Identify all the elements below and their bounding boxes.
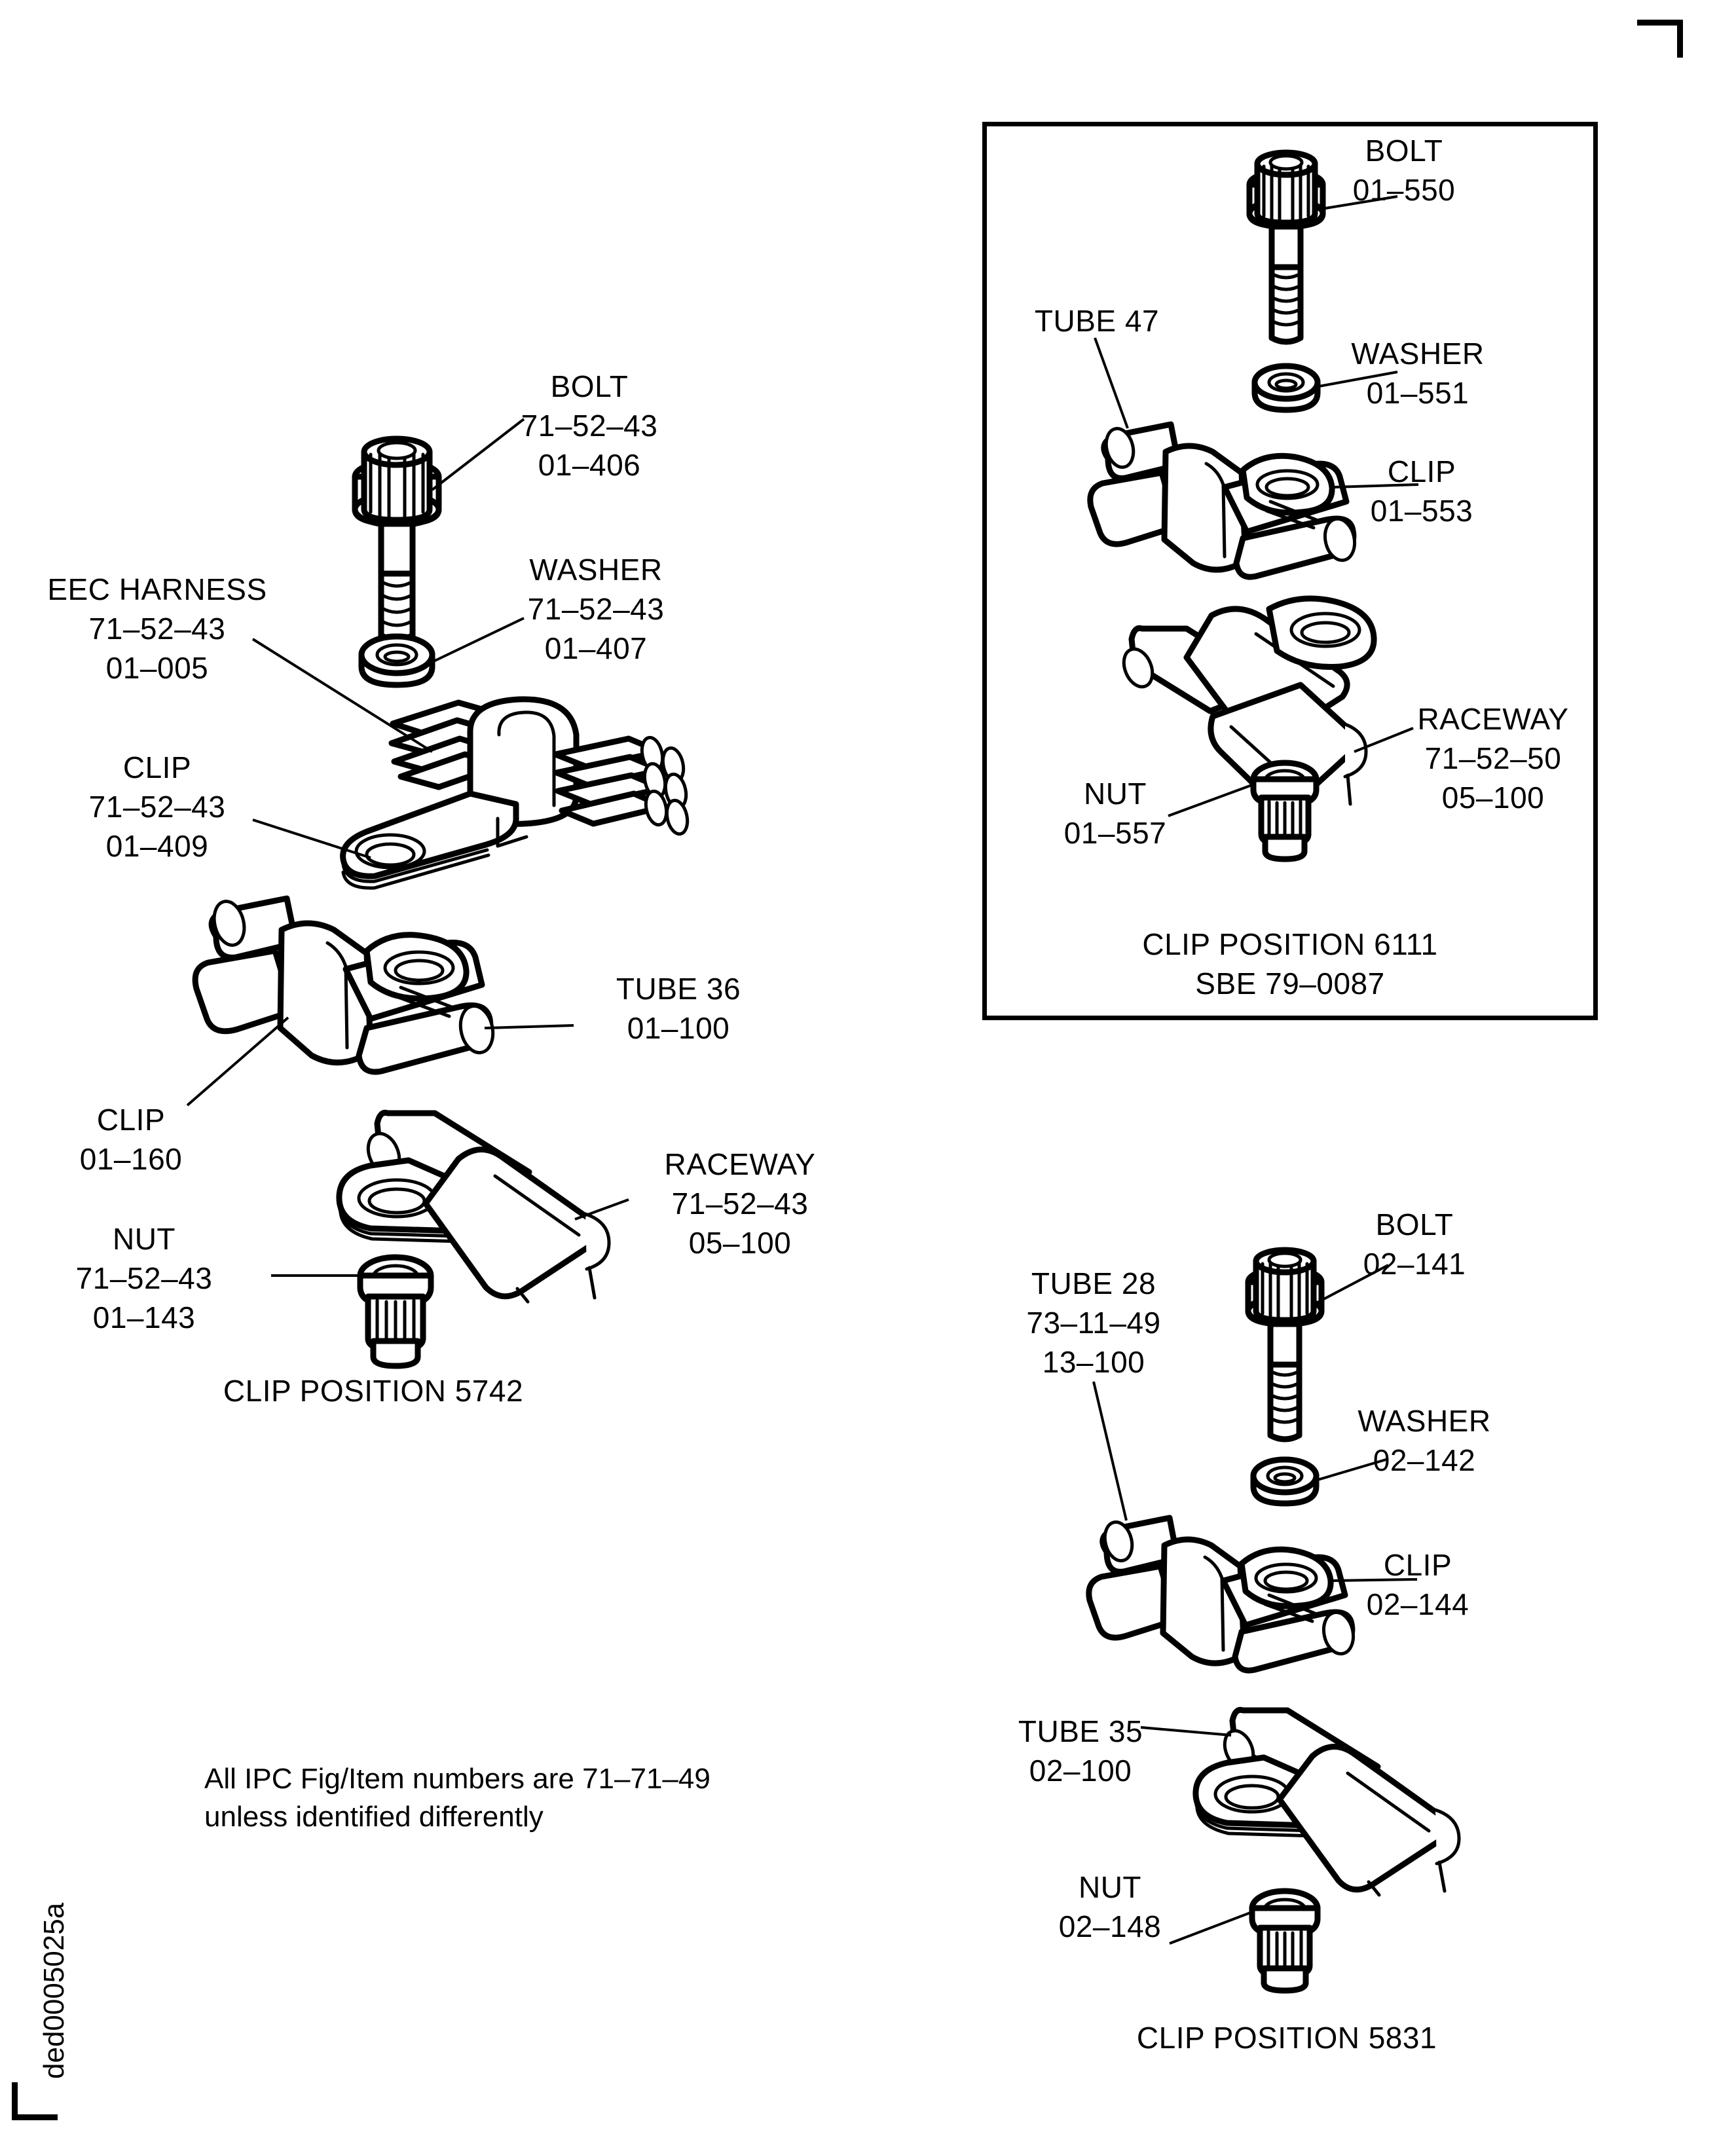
raceway-71-52-50-art (1122, 595, 1377, 813)
label-bolt-name: BOLT (550, 369, 629, 403)
label-washer-item: 01–407 (544, 631, 648, 665)
bolt-01-550-art (1246, 149, 1326, 345)
leader-clip-144 (1331, 1578, 1418, 1582)
label-washer-name: WASHER (529, 553, 663, 587)
label-clip-160-item: 01–160 (79, 1142, 183, 1176)
label-clip-409-item: 01–409 (105, 829, 209, 863)
leader-clip-160 (186, 1016, 289, 1107)
general-note-line-1: All IPC Fig/Item numbers are 71–71–49 (204, 1763, 711, 1795)
leader-clip-409 (252, 819, 371, 859)
tube-35-02-100-art (1192, 1706, 1461, 1897)
washer-01-407-art (358, 633, 435, 688)
leader-bolt-406 (431, 418, 525, 491)
leader-eec-harness (251, 638, 434, 753)
leader-washer-407 (433, 617, 525, 663)
label-tube-35-name: TUBE 35 (1018, 1714, 1143, 1748)
label-raceway-6111-ipc: 71–52–50 (1424, 741, 1562, 775)
label-nut-148-name: NUT (1078, 1870, 1142, 1904)
label-tube-47-name: TUBE 47 (1034, 304, 1160, 338)
label-raceway-left-item: 05–100 (688, 1226, 792, 1260)
leader-bolt-141 (1316, 1264, 1389, 1304)
leader-tube-35 (1140, 1726, 1232, 1737)
label-clip-409-name: CLIP (122, 750, 192, 784)
caption-clip-position-5831: CLIP POSITION 5831 (1136, 2021, 1437, 2055)
leader-washer-142 (1317, 1458, 1389, 1481)
label-eec-harness-name: EEC HARNESS (47, 572, 267, 606)
leader-raceway-left (574, 1198, 629, 1221)
label-nut-143-name: NUT (112, 1222, 176, 1256)
clip-position-6111-inset-box (982, 122, 1598, 1020)
general-note-line-2: unless identified differently (204, 1801, 544, 1833)
label-clip-160-name: CLIP (96, 1103, 166, 1137)
registration-mark-top-right (1637, 20, 1683, 58)
label-raceway-6111-item: 05–100 (1441, 781, 1545, 815)
washer-01-551-art (1251, 363, 1321, 413)
label-washer-551-name: WASHER (1351, 337, 1485, 371)
leader-clip-553 (1333, 483, 1419, 488)
leader-tube-28 (1092, 1381, 1128, 1521)
label-eec-harness-ipc: 71–52–43 (88, 612, 226, 646)
label-bolt-item: 01–406 (538, 448, 641, 482)
clip-02-144-tube-28-art (1086, 1515, 1356, 1674)
label-bolt-550-item: 01–550 (1352, 173, 1456, 207)
caption-sbe-79-0087: SBE 79–0087 (1195, 966, 1385, 1001)
label-tube-36-item: 01–100 (627, 1011, 730, 1045)
label-tube-35-item: 02–100 (1029, 1754, 1132, 1788)
label-nut-557-item: 01–557 (1063, 816, 1167, 850)
leader-tube-47 (1094, 337, 1129, 429)
label-washer-551-item: 01–551 (1366, 376, 1469, 410)
label-bolt-550-name: BOLT (1365, 134, 1443, 168)
nut-01-143-art (357, 1254, 434, 1369)
bolt-02-141-art (1245, 1247, 1325, 1443)
label-nut-143-item: 01–143 (92, 1300, 196, 1334)
registration-mark-bottom-left (12, 2082, 58, 2120)
leader-nut-557 (1168, 783, 1254, 817)
caption-clip-position-6111: CLIP POSITION 6111 (1142, 927, 1438, 961)
label-tube-36-name: TUBE 36 (616, 972, 741, 1006)
label-raceway-left-ipc: 71–52–43 (671, 1187, 809, 1221)
label-raceway-6111-name: RACEWAY (1417, 702, 1569, 736)
leader-tube-36 (484, 1024, 574, 1029)
label-bolt-141-name: BOLT (1375, 1207, 1454, 1242)
label-clip-553-item: 01–553 (1370, 494, 1473, 528)
label-clip-144-name: CLIP (1383, 1548, 1452, 1582)
raceway-05-100-left-art (336, 1109, 611, 1304)
leader-nut-148 (1169, 1911, 1253, 1945)
label-tube-28-name: TUBE 28 (1031, 1266, 1156, 1300)
leader-bolt-550 (1317, 195, 1398, 211)
clip-01-553-tube-47-art (1087, 421, 1357, 580)
label-nut-557-name: NUT (1083, 777, 1147, 811)
label-raceway-left-name: RACEWAY (664, 1147, 816, 1181)
label-bolt-ipc: 71–52–43 (521, 409, 658, 443)
label-nut-148-item: 02–148 (1058, 1909, 1162, 1943)
label-clip-553-name: CLIP (1387, 454, 1456, 488)
nut-01-557-art (1250, 760, 1320, 862)
caption-clip-position-5742: CLIP POSITION 5742 (223, 1374, 524, 1408)
eec-harness-clip-01-409-art (340, 696, 690, 890)
label-tube-28-item: 13–100 (1042, 1345, 1145, 1379)
label-nut-143-ipc: 71–52–43 (75, 1261, 213, 1295)
clip-01-160-tube-36-art (192, 895, 495, 1075)
label-washer-142-item: 02–142 (1373, 1443, 1476, 1477)
label-eec-harness-item: 01–005 (105, 651, 209, 685)
nut-02-148-art (1249, 1888, 1321, 1994)
label-clip-409-ipc: 71–52–43 (88, 790, 226, 824)
label-washer-ipc: 71–52–43 (527, 592, 665, 626)
label-bolt-141-item: 02–141 (1363, 1247, 1466, 1281)
washer-02-142-art (1250, 1456, 1320, 1507)
leader-washer-551 (1318, 371, 1398, 388)
leader-raceway-6111 (1354, 727, 1414, 753)
label-tube-28-ipc: 73–11–49 (1026, 1306, 1161, 1340)
bolt-01-406-art (352, 435, 442, 663)
label-clip-144-item: 02–144 (1366, 1587, 1469, 1621)
label-washer-142-name: WASHER (1357, 1404, 1491, 1438)
